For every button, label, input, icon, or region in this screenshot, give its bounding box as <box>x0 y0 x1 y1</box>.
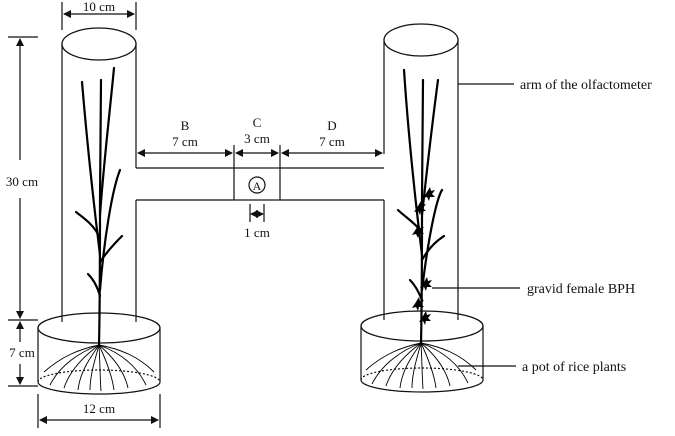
section-d-letter: D <box>327 118 336 133</box>
chamber-marker-letter: A <box>253 179 262 193</box>
callout-labels: arm of the olfactometer gravid female BP… <box>432 78 652 375</box>
insect-icon <box>420 277 432 291</box>
dimension-annotations: 10 cm 30 cm 7 cm 12 cm B 7 cm C 3 cm D 7… <box>6 0 383 428</box>
right-rice-plant <box>365 68 477 390</box>
bph-insects <box>412 187 435 325</box>
section-d-length: 7 cm <box>319 134 345 149</box>
pot-height-label: 7 cm <box>9 345 35 360</box>
section-b-length: 7 cm <box>172 134 198 149</box>
section-b-letter: B <box>181 118 190 133</box>
left-arm-tube <box>61 27 137 322</box>
hole-width-label: 1 cm <box>244 225 270 240</box>
left-rice-plant <box>43 66 155 392</box>
right-arm-tube <box>383 23 459 320</box>
tube-width-label: 10 cm <box>83 0 115 14</box>
insect-icon <box>423 187 435 201</box>
left-plant-roots <box>43 344 155 392</box>
insect-icon <box>412 297 424 311</box>
pot-label: a pot of rice plants <box>522 360 626 375</box>
section-c-letter: C <box>253 115 262 130</box>
right-tube-top-opening <box>383 23 459 57</box>
insect-icon <box>419 311 431 325</box>
arm-label: arm of the olfactometer <box>520 78 652 93</box>
chamber-marker-circle <box>248 176 266 194</box>
pot-width-label: 12 cm <box>83 401 115 416</box>
insect-icon <box>414 201 426 215</box>
insect-label: gravid female BPH <box>527 282 635 297</box>
insect-icon <box>412 224 424 238</box>
connecting-tube: A <box>136 167 384 201</box>
left-tube-top-opening <box>61 27 137 61</box>
section-c-length: 3 cm <box>244 131 270 146</box>
tube-height-label: 30 cm <box>6 174 38 189</box>
release-chamber <box>233 167 281 201</box>
